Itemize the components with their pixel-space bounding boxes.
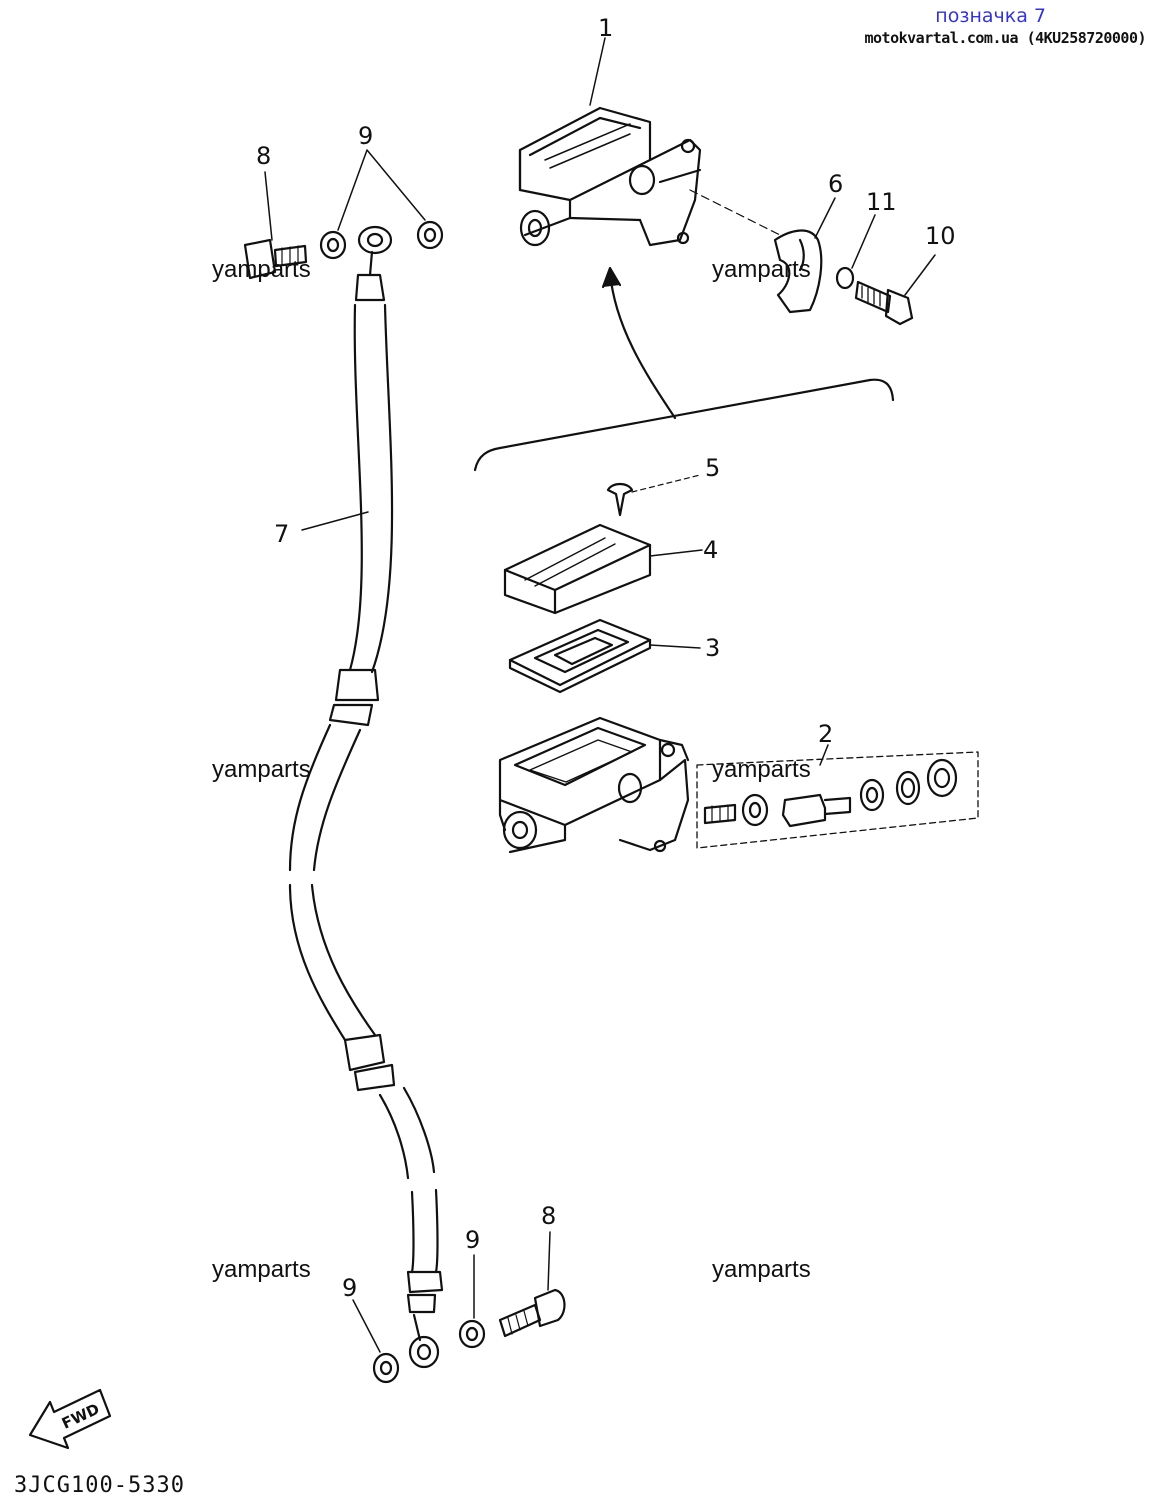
master-cylinder-body — [498, 716, 690, 854]
washer-9-upper-b — [416, 220, 444, 250]
leader-8-upper — [264, 171, 273, 241]
callout-4: 4 — [703, 536, 718, 564]
leader-1 — [589, 37, 606, 106]
watermark: yamparts — [712, 756, 811, 783]
callout-10: 10 — [925, 222, 956, 250]
watermark: yamparts — [212, 256, 311, 283]
callout-2: 2 — [818, 720, 833, 748]
leader-7 — [301, 511, 369, 531]
callout-11: 11 — [866, 188, 897, 216]
watermark: yamparts — [212, 756, 311, 783]
callout-8-lower: 8 — [541, 1202, 556, 1230]
washer-9-lower-b — [372, 1352, 400, 1384]
callout-6: 6 — [828, 170, 843, 198]
watermark: yamparts — [712, 1256, 811, 1283]
reservoir-cap-4 — [503, 523, 652, 615]
callout-1: 1 — [598, 14, 613, 42]
callout-9-upper: 9 — [358, 122, 373, 150]
leader-10 — [904, 254, 936, 296]
leader-9-lower-b — [352, 1299, 381, 1353]
callout-3: 3 — [705, 634, 720, 662]
watermark: yamparts — [212, 1256, 311, 1283]
diaphragm-3 — [508, 618, 652, 694]
leader-2 — [819, 744, 829, 766]
explode-arrow — [608, 270, 677, 420]
bolt-10 — [854, 280, 914, 326]
leader-8-lower — [547, 1231, 551, 1291]
leader-5 — [631, 474, 701, 493]
piston-kit-2 — [696, 751, 979, 849]
leader-6 — [814, 197, 836, 239]
callout-9-lower-b: 9 — [342, 1274, 357, 1302]
source-reference: motokvartal.com.ua (4KU258720000) — [864, 29, 1146, 47]
leader-3 — [649, 644, 701, 649]
callout-9-lower-a: 9 — [465, 1226, 480, 1254]
brake-hose-7 — [288, 225, 444, 1369]
watermark: yamparts — [712, 256, 811, 283]
callout-7: 7 — [274, 520, 289, 548]
washer-9-upper-a — [319, 230, 347, 260]
callout-5: 5 — [705, 454, 720, 482]
fwd-arrow-icon — [28, 1388, 112, 1450]
master-cylinder-assembly — [518, 106, 702, 247]
page-label: позначка 7 — [935, 5, 1046, 27]
washer-11 — [835, 266, 855, 290]
callout-labels: 1 2 3 4 5 6 7 8 8 9 9 9 9 10 11 FWD — [59, 14, 956, 1433]
assembly-to-bracket-line — [689, 189, 781, 236]
leader-11 — [851, 214, 876, 269]
callout-8-upper: 8 — [256, 142, 271, 170]
leader-9-upper — [337, 149, 426, 231]
leader-4 — [649, 549, 703, 557]
union-bolt-8-lower — [498, 1288, 566, 1338]
clamp-holder — [773, 229, 823, 314]
union-bolt-8-upper — [243, 238, 308, 280]
fwd-label: FWD — [59, 1400, 102, 1433]
explode-bracket — [473, 378, 895, 472]
washer-9-lower-a — [458, 1319, 486, 1349]
drawing-code: 3JCG100-5330 — [14, 1473, 185, 1498]
screw-5 — [606, 482, 634, 517]
